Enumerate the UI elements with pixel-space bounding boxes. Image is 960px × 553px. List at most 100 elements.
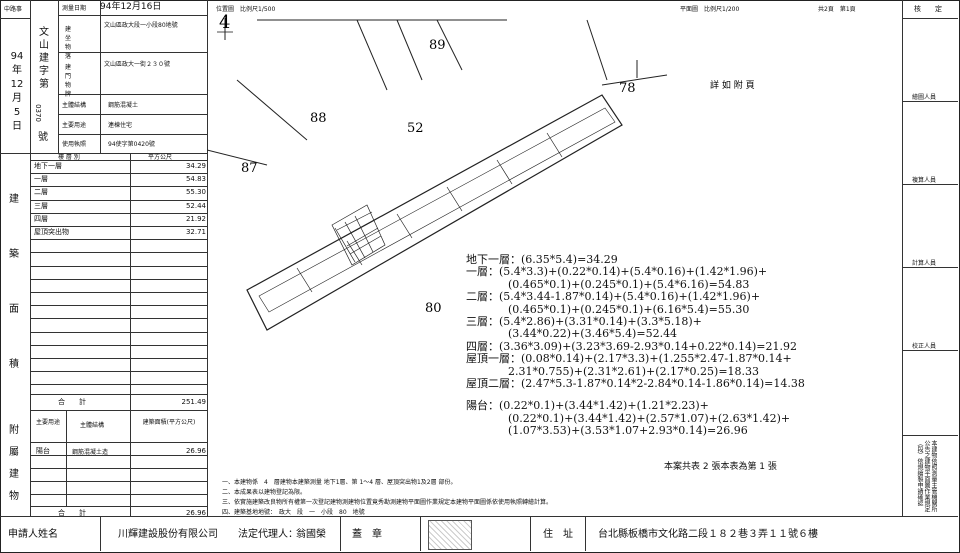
calc-line: 一層：(5.4*3.3)+(0.22*0.14)+(5.4*0.16)+(1.4… [466,265,768,279]
annex-total-value: 26.96 [185,509,206,517]
office-label: 中路事 [4,6,23,13]
parcel-89: 89 [429,38,446,53]
side-char: 附 [9,425,19,436]
calc-line: 屋頂二層：(2.47*5.3-1.87*0.14*2-2.84*0.14-1.8… [466,377,805,390]
note-line: 四、建築基地地號： 政大 段 一 小段 80 地號 [222,509,365,516]
address-value: 台北縣板橋市文化路二段１８２巷３弄１１號６樓 [598,529,818,540]
seal-label: 蓋 章 [352,529,382,540]
parcel-80: 80 [425,301,442,316]
calc-line: (3.44*0.22)+(3.46*5.4)=52.44 [508,327,678,341]
table-rule [30,468,207,469]
floor-area: 52.44 [185,201,206,210]
door-label: 建 門 物 牌 [65,64,78,98]
calc-line: 三層：(5.4*2.86)+(3.31*0.14)+(3.3*5.18)+ [466,315,702,328]
registry-char: 第 [39,79,49,90]
table-rule [30,455,207,456]
site-label: 建 坐 物 落 [65,26,78,60]
role-rule [902,267,958,268]
registry-char: 字 [39,66,49,77]
floor-name: 四層 [34,214,48,223]
role-label: 複算人員 [912,177,937,184]
detail-ref-label: 詳 如 附 頁 [710,79,755,91]
registry-number: 0370 [33,104,42,122]
role-rule [902,184,958,185]
note-line: 三、依實施建築改良物所有權第一次登記建物測建物位置竟秀勘測建物平面圖作業規定本建… [222,499,553,506]
date-char: 94 [10,51,24,62]
table-rule [30,371,207,373]
site-value: 文山區政大段一小段80地號 [104,22,178,29]
date-char: 月 [12,93,22,104]
floor-total-value: 251.49 [181,398,207,406]
note-line: 二、本成果表以建物登記為限。 [222,489,307,496]
license-value: 94使字第0420號 [108,141,155,148]
table-rule [30,239,207,241]
north-label: 4 [219,12,230,33]
floor-area: 55.30 [185,188,206,197]
role-label: 計算人員 [912,260,937,267]
calc-line: (0.465*0.1)+(0.245*0.1)+(5.4*6.16)=54.83 [508,277,750,291]
parcel-88: 88 [310,111,327,126]
parcel-52: 52 [407,121,424,136]
role-rule [902,350,958,351]
calc-line: (1.07*3.53)+(3.53*1.07+2.93*0.14)=26.96 [508,424,748,438]
registry-number-column: 文山建字第 [33,26,55,91]
date-char: 日 [12,121,22,132]
floor-area: 21.92 [185,214,206,223]
floor-area: 34.29 [185,162,206,170]
registry-char: 文 [39,27,49,38]
survey-date-label: 測量日期 [62,5,87,12]
calc-line: 2.31*0.755)+(2.31*2.61)+(2.17*0.25)=18.3… [508,364,760,378]
building-footprint [246,94,623,331]
floor-name: 一層 [34,175,48,184]
location-scale-label: 位置圖 比例尺1/500 [216,6,276,13]
floor-area: 32.71 [185,228,206,236]
table-rule [30,265,207,267]
role-label: 校正人員 [912,343,937,350]
side-char: 面 [9,304,19,315]
address-label: 住 址 [543,529,573,540]
table-rule [30,252,207,254]
registry-char: 山 [39,40,49,51]
side-char: 建 [9,469,19,480]
annex-col-area: 建築面積(平方公尺) [142,419,196,426]
floor-name: 地下一層 [34,162,62,170]
page-count-label: 共2頁 第1頁 [818,6,856,13]
table-rule [30,481,207,482]
registry-suffix: 號 [38,132,48,143]
annex-use: 陽台 [36,447,50,455]
applicant-value: 川輝建設股份有限公司 [118,529,218,540]
role-rule [902,101,958,102]
table-rule [30,186,207,188]
role-label: 繪圖人員 [912,94,937,101]
floor-name: 屋頂突出物 [34,228,69,236]
calc-line: (0.465*0.1)+(0.245*0.1)+(6.16*5.4)=55.30 [508,302,750,316]
date-char: 12 [10,79,24,90]
floor-total-label: 合 計 [58,398,86,406]
calc-line: 屋頂一層：(0.08*0.14)+(2.17*3.3)+(1.255*2.47-… [466,352,792,366]
table-rule [30,494,207,495]
annex-total-label: 合 計 [58,509,86,517]
rep-label: 法定代理人： [238,529,298,540]
table-rule [30,212,207,214]
structure-value: 鋼筋混凝土 [108,102,139,109]
approval-header: 核 定 [914,5,942,13]
use-value: 連棟住宅 [108,122,133,129]
table-rule [30,384,207,386]
rep-value: 翁國榮 [296,529,326,540]
parcel-87: 87 [241,161,258,176]
table-rule [30,199,207,201]
table-rule [30,344,207,346]
annex-area: 26.96 [185,447,206,455]
note-line: 一、本建物係 4 層建物本建築測量 地下1層、第 1～4 層、屋頂突出物1及2層… [222,479,457,486]
table-rule [30,318,207,320]
table-rule [30,305,207,307]
page-note: 本案共表 2 張本表為第 1 張 [664,462,777,472]
table-rule [30,292,207,293]
door-value: 文山區政大一街２３０號 [104,61,171,68]
date-char: 5 [13,107,21,118]
parcel-78: 78 [619,81,636,96]
use-label: 主要用途 [62,122,87,129]
col-floor-header: 樓 層 別 [58,154,80,161]
structure-label: 主體結構 [62,102,87,109]
